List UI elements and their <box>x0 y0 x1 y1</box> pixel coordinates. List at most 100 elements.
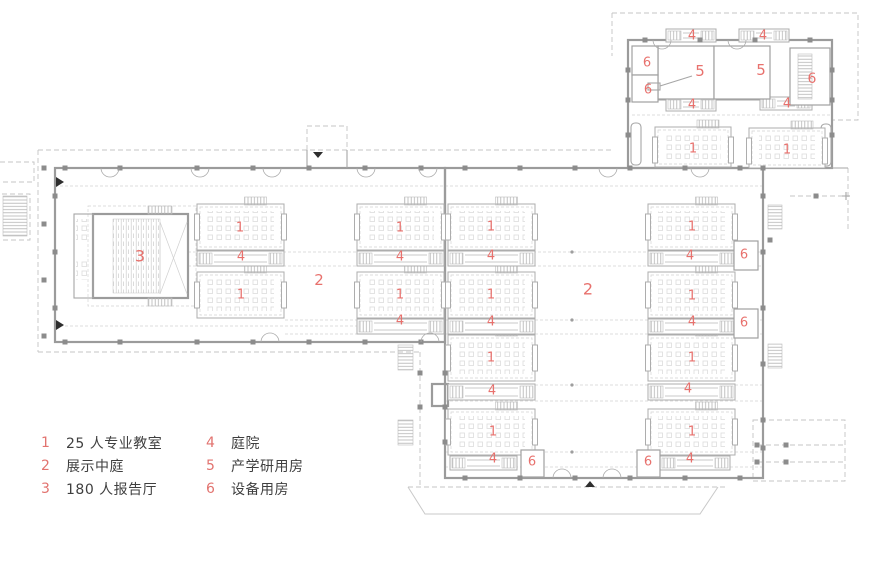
column-dot <box>570 318 574 322</box>
column-marker <box>52 305 58 311</box>
legend-label: 25 人专业教室 <box>66 435 163 452</box>
room-number-label: 1 <box>688 289 696 304</box>
room-number-label: 4 <box>489 452 497 467</box>
room-number-label: 1 <box>689 142 697 157</box>
service-room <box>657 45 715 100</box>
column-marker <box>52 193 58 199</box>
classroom-room <box>652 119 734 168</box>
room-number-label: 4 <box>686 249 694 264</box>
classroom-room <box>445 401 538 456</box>
column-marker <box>306 339 312 345</box>
classroom-room <box>194 264 287 319</box>
classroom-room <box>354 264 447 319</box>
room-number-label: 1 <box>396 221 404 236</box>
column-dot <box>570 250 574 254</box>
columns-layer <box>41 37 835 481</box>
room-number-label: 1 <box>487 351 495 366</box>
courtyard <box>447 383 536 401</box>
room-number-label: 1 <box>236 221 244 236</box>
column-marker <box>462 165 468 171</box>
room-number-label: 1 <box>688 351 696 366</box>
column-marker <box>517 475 523 481</box>
room-number-label: 1 <box>688 425 696 440</box>
column-marker <box>752 37 758 43</box>
room-number-label: 6 <box>808 71 817 87</box>
room-number-label: 2 <box>314 271 324 289</box>
column-marker <box>41 333 47 339</box>
classroom-room <box>445 196 538 251</box>
courtyard <box>447 318 536 335</box>
column-marker <box>117 339 123 345</box>
room-number-label: 4 <box>487 249 495 264</box>
column-marker <box>572 165 578 171</box>
legend: 1 25 人专业教室 4 庭院 2 展示中庭 5 产学研用房 3 180 人报告… <box>41 431 304 500</box>
room-number-label: 1 <box>487 288 495 303</box>
column-marker <box>462 475 468 481</box>
legend-label: 180 人报告厅 <box>66 481 158 498</box>
column-marker <box>62 165 68 171</box>
column-marker <box>418 165 424 171</box>
column-marker <box>625 132 631 138</box>
column-marker <box>760 305 766 311</box>
column-marker <box>682 475 688 481</box>
room-number-label: 6 <box>528 455 536 470</box>
classroom-room <box>645 264 738 319</box>
legend-row: 1 25 人专业教室 4 庭院 <box>41 431 304 454</box>
arrow-right-icon <box>56 320 64 330</box>
room-number-label: 1 <box>396 288 404 303</box>
room-number-label: 1 <box>688 220 696 235</box>
column-marker <box>306 165 312 171</box>
room-number-label: 3 <box>135 247 145 266</box>
legend-row: 3 180 人报告厅 6 设备用房 <box>41 477 304 500</box>
doors-layer <box>100 39 747 479</box>
column-marker <box>829 67 835 73</box>
legend-label: 庭院 <box>231 435 260 452</box>
column-marker <box>642 37 648 43</box>
room-number-label: 4 <box>488 384 496 399</box>
column-marker <box>627 475 633 481</box>
column-marker <box>737 475 743 481</box>
column-marker <box>41 165 47 171</box>
service-room <box>733 240 759 271</box>
arrow-up-icon <box>585 481 595 487</box>
service-room <box>789 47 831 106</box>
room-number-label: 6 <box>740 248 748 263</box>
entrance-arrows <box>56 152 595 487</box>
column-marker <box>250 165 256 171</box>
room-number-label: 4 <box>783 97 791 112</box>
column-marker <box>362 339 368 345</box>
legend-label: 产学研用房 <box>231 458 304 475</box>
room-number-label: 4 <box>686 452 694 467</box>
room-number-label: 4 <box>487 315 495 330</box>
service-room <box>631 74 659 103</box>
courtyard <box>196 250 285 267</box>
column-marker <box>813 193 819 199</box>
column-marker <box>682 165 688 171</box>
classroom-room <box>645 401 738 456</box>
column-marker <box>783 442 789 448</box>
column-marker <box>442 439 448 445</box>
room-number-label: 4 <box>396 250 404 265</box>
column-dot <box>570 450 574 454</box>
column-marker <box>737 165 743 171</box>
column-marker <box>807 37 813 43</box>
classroom-room <box>194 196 287 251</box>
room-number-label: 2 <box>583 280 593 299</box>
room-number-label: 4 <box>688 98 696 113</box>
legend-num: 6 <box>206 480 215 497</box>
column-marker <box>62 339 68 345</box>
legend-label: 设备用房 <box>231 481 289 498</box>
classroom-room <box>354 196 447 251</box>
courtyard <box>647 383 736 401</box>
column-marker <box>442 370 448 376</box>
room-number-label: 4 <box>688 29 696 44</box>
classroom-room <box>746 120 828 169</box>
courtyard <box>659 455 731 471</box>
column-marker <box>760 193 766 199</box>
room-number-label: 5 <box>756 61 766 79</box>
room-number-label: 1 <box>783 143 791 158</box>
room-number-label: 6 <box>740 316 748 331</box>
column-marker <box>754 442 760 448</box>
column-marker <box>417 404 423 410</box>
